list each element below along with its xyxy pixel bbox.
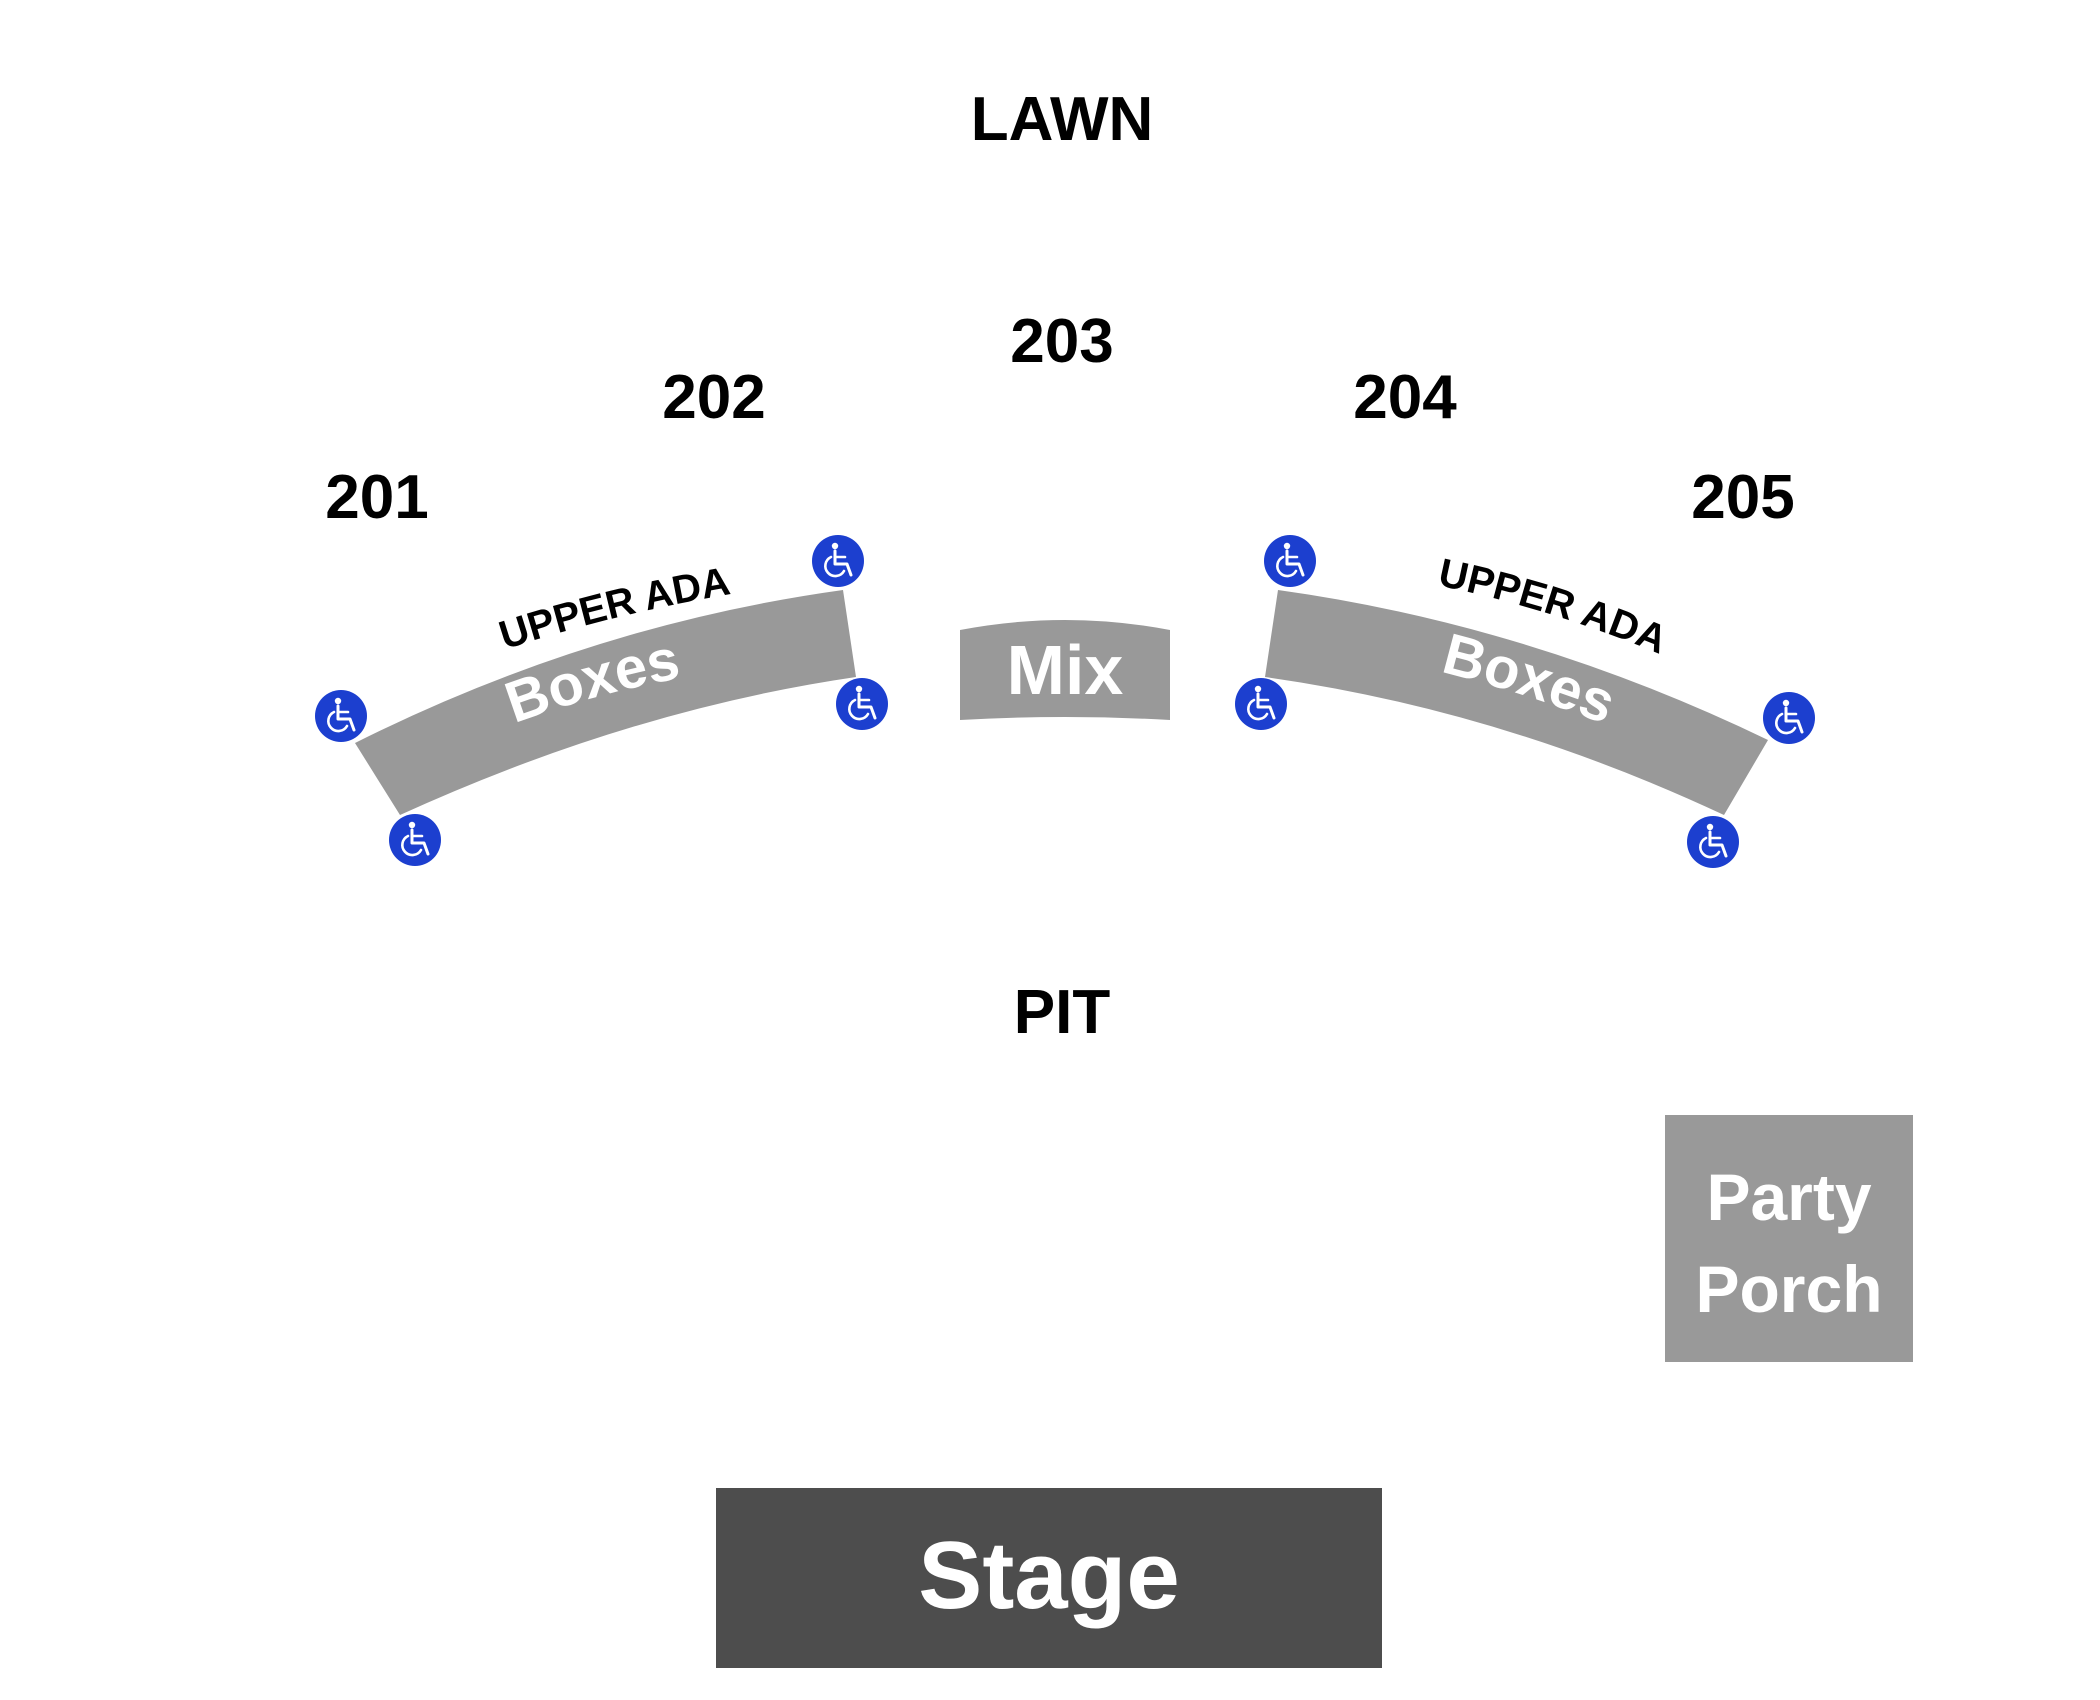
wheelchair-icon[interactable]: [810, 533, 866, 589]
party-porch-label-line2: Porch: [1695, 1252, 1882, 1326]
section-204-label[interactable]: 204: [1353, 363, 1457, 432]
mix-section[interactable]: [960, 620, 1170, 720]
wheelchair-icon[interactable]: [1685, 814, 1741, 870]
stage-label: Stage: [918, 1522, 1179, 1629]
wheelchair-icon[interactable]: [1233, 676, 1289, 732]
party-porch-section[interactable]: [1665, 1115, 1913, 1362]
wheelchair-icon[interactable]: [313, 688, 369, 744]
wheelchair-icon[interactable]: [1262, 533, 1318, 589]
wheelchair-icon[interactable]: [387, 812, 443, 868]
wheelchair-icon[interactable]: [834, 676, 890, 732]
mix-label: Mix: [1007, 631, 1124, 709]
stage: [716, 1488, 1382, 1668]
section-202-label[interactable]: 202: [662, 363, 765, 432]
right-boxes-section[interactable]: [1265, 590, 1768, 815]
section-205-label[interactable]: 205: [1691, 463, 1794, 532]
party-porch-label-line1: Party: [1706, 1160, 1871, 1234]
section-201-label[interactable]: 201: [325, 463, 428, 532]
left-boxes-section[interactable]: [355, 590, 856, 815]
pit-label[interactable]: PIT: [1014, 978, 1111, 1047]
lawn-label: LAWN: [971, 85, 1154, 154]
section-203-label[interactable]: 203: [1010, 307, 1113, 376]
wheelchair-icon[interactable]: [1761, 690, 1817, 746]
